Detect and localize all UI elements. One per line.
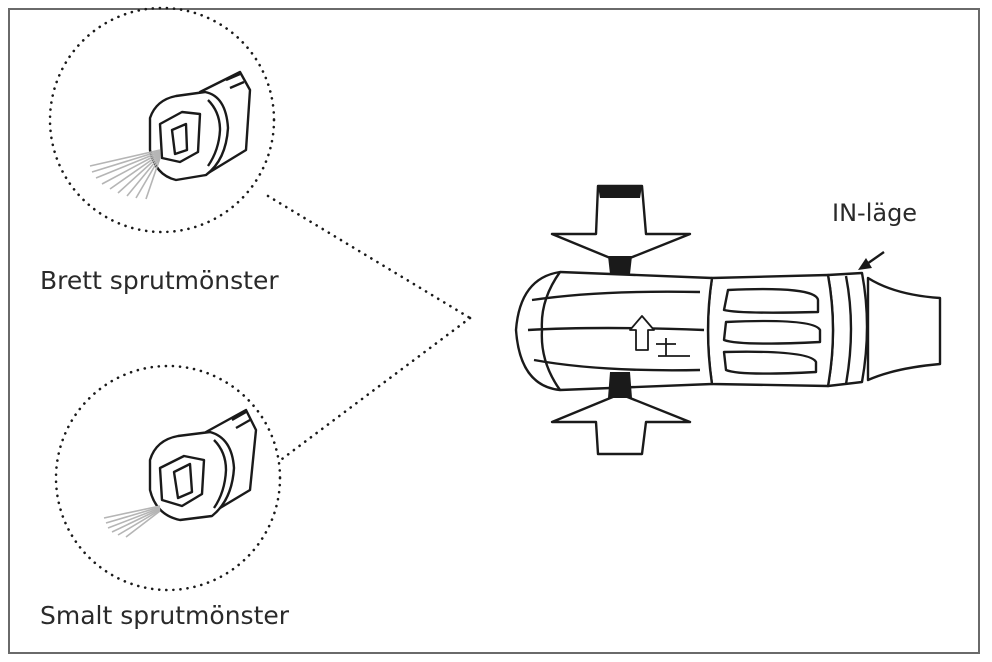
narrow-nozzle-icon bbox=[148, 408, 258, 522]
narrow-pattern-label: Smalt sprutmönster bbox=[40, 601, 290, 630]
front-body bbox=[514, 270, 714, 392]
wide-pattern-label: Brett sprutmönster bbox=[40, 266, 279, 295]
narrow-detail-circle bbox=[54, 364, 282, 592]
connector-lines bbox=[266, 194, 472, 464]
rotate-arrow-top-icon bbox=[550, 184, 692, 274]
wide-nozzle-icon bbox=[148, 70, 252, 182]
narrow-spray-icon bbox=[103, 505, 161, 538]
in-position-label: IN-läge bbox=[832, 199, 918, 227]
wide-detail-circle bbox=[48, 6, 276, 234]
main-nozzle bbox=[514, 270, 942, 392]
in-position-pointer-icon bbox=[858, 251, 885, 270]
narrow-spray-detail bbox=[54, 364, 282, 592]
rotate-arrow-bottom-icon bbox=[550, 372, 692, 456]
hose-tail bbox=[866, 276, 942, 382]
up-arrow-icon bbox=[629, 315, 655, 351]
wide-spray-detail bbox=[48, 6, 276, 234]
wide-spray-icon bbox=[89, 149, 161, 200]
